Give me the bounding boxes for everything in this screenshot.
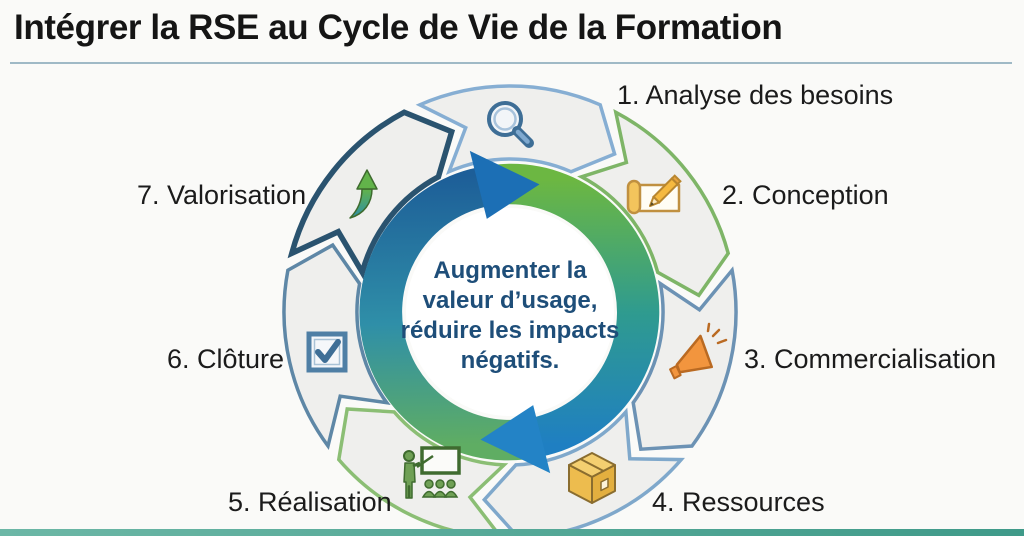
trainer-presentation-icon bbox=[403, 446, 461, 499]
step-label-conception: 2. Conception bbox=[722, 180, 889, 210]
step-label-commercialisation: 3. Commercialisation bbox=[744, 344, 997, 374]
step-label-analyse-des-besoins: 1. Analyse des besoins bbox=[617, 80, 894, 110]
growth-arrow-icon bbox=[349, 169, 378, 219]
cycle-band-left bbox=[359, 166, 531, 461]
bottom-accent-bar bbox=[0, 529, 1024, 536]
scroll-pencil-icon bbox=[626, 174, 682, 215]
center-message: Augmenter la valeur d’usage, réduire les… bbox=[400, 257, 620, 374]
cycle-band-right bbox=[489, 163, 660, 457]
center-hub bbox=[406, 208, 614, 416]
checkbox-icon bbox=[306, 331, 348, 373]
title-divider bbox=[10, 62, 1012, 64]
step-label-ressources: 4. Ressources bbox=[652, 487, 825, 517]
step-label-cloture: 6. Clôture bbox=[167, 344, 285, 374]
cycle-arrowhead-top bbox=[469, 150, 540, 219]
step-label-valorisation: 7. Valorisation bbox=[137, 180, 307, 210]
step-label-realisation: 5. Réalisation bbox=[228, 487, 392, 517]
package-box-icon bbox=[568, 452, 616, 504]
cycle-arrowhead-bottom bbox=[480, 405, 551, 474]
page-title: Intégrer la RSE au Cycle de Vie de la Fo… bbox=[14, 8, 783, 47]
search-icon bbox=[487, 101, 534, 148]
megaphone-icon bbox=[669, 322, 728, 380]
